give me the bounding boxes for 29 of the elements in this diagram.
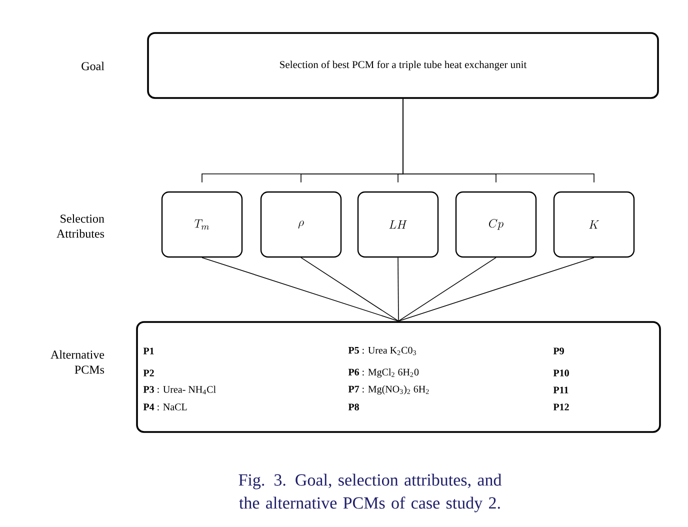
goal-box: Selection of best PCM for a triple tube heat exchanger unit	[147, 32, 659, 99]
list-entry: P11	[553, 386, 568, 394]
caption: Fig. 3. Goal, selection attributes, and the alternative PCMs of case study 2.	[238, 474, 502, 512]
list-entry: P8	[348, 404, 359, 410]
list-entry: P2	[143, 370, 154, 376]
connector-line	[300, 257, 399, 322]
connector-line	[398, 257, 496, 322]
connector-line	[398, 257, 399, 322]
attribute-box: $\rho$	[260, 191, 342, 258]
list-entry: P4 : NaCL	[143, 404, 187, 410]
connector-line	[402, 98, 594, 183]
list-entry: P9	[553, 348, 564, 354]
attribute-box: $T_{m}$	[161, 191, 243, 258]
list-entry: P3 : Urea- NH$_{4}$Cl	[143, 386, 216, 394]
list-entry: P6 : MgCl$_{2}$ 6H$_{2}$0	[348, 368, 419, 378]
list-entry: P12	[553, 404, 569, 410]
attribute-box: $K$	[553, 191, 635, 258]
list-entry: P1	[143, 348, 154, 354]
list-entry: P10	[553, 370, 569, 376]
connector-line	[398, 257, 594, 322]
attribute-box: $LH$	[357, 191, 439, 258]
list-entry: P5 : Urea K$_{2}$C0$_{3}$	[348, 346, 416, 356]
level-label: Alternative PCMs	[50, 350, 104, 374]
level-label: Selection Attributes	[56, 214, 104, 238]
connector-line	[202, 257, 399, 322]
alternatives-box	[136, 321, 661, 433]
list-entry: P7 : Mg(NO$_{3}$)$_{2}$ 6H$_{2}$	[348, 385, 429, 395]
level-label: Goal	[82, 62, 104, 70]
attribute-box: $Cp$	[455, 191, 537, 258]
